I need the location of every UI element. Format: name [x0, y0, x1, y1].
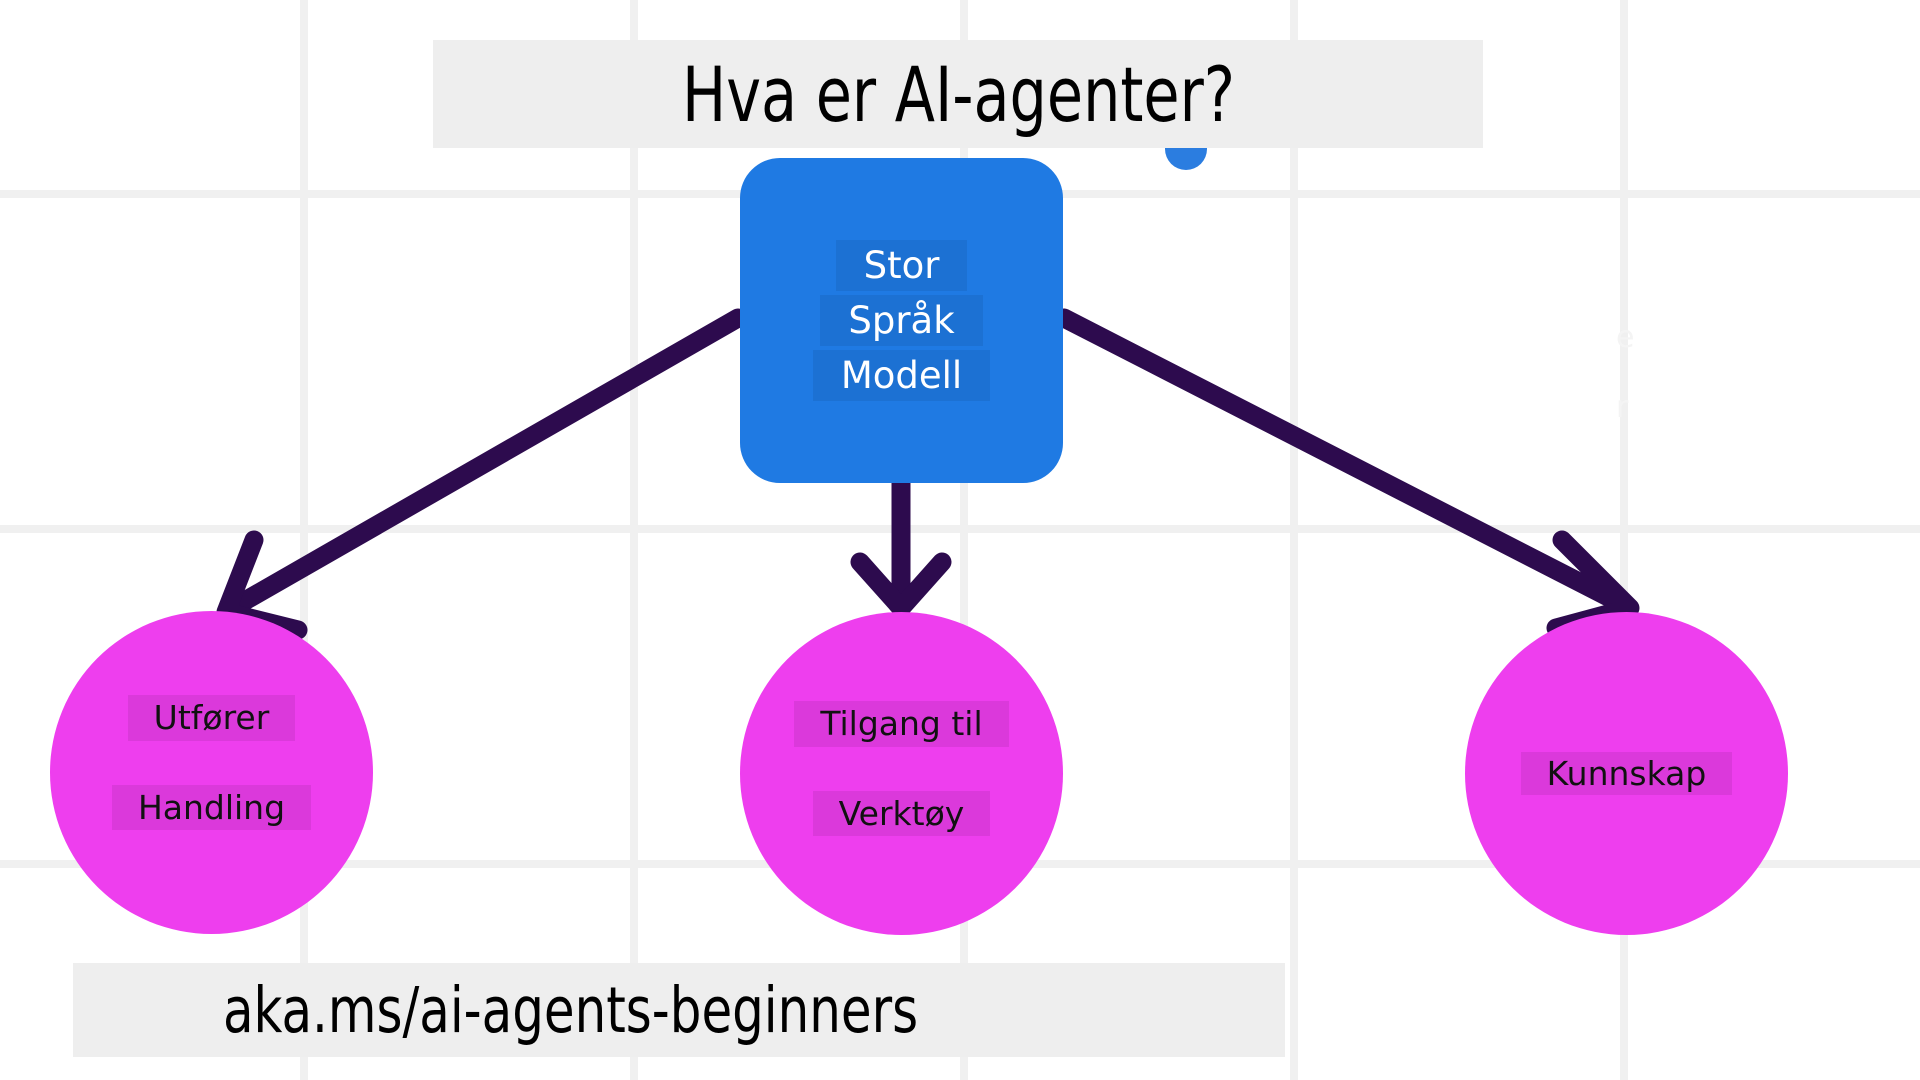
node-llm-line-2: Språk [820, 294, 983, 347]
arrow-to-tools [850, 472, 952, 618]
node-performs-action[interactable]: Utfører Handling [50, 611, 373, 934]
node-access-to-tools-labels: Tilgang til Verktøy [794, 701, 1009, 836]
page-title: Hva er AI-agenter? [681, 49, 1235, 139]
slide-footer-banner: aka.ms/ai-agents-beginners [73, 963, 1285, 1057]
node-performs-action-labels: Utfører Handling [111, 695, 312, 830]
blue-arc-artifact [1165, 148, 1207, 170]
node-knowledge-line-1: Kunnskap [1520, 751, 1733, 795]
node-llm-line-3: Modell [812, 350, 991, 402]
node-knowledge[interactable]: Kunnskap [1465, 612, 1788, 935]
arrow-to-knowledge [1054, 308, 1640, 638]
slide-title-banner: Hva er AI-agenter? [433, 40, 1483, 148]
node-access-to-tools-line-1: Tilgang til [794, 701, 1009, 747]
grid-line-vertical [630, 0, 638, 1080]
ghost-text-artifact: r [1616, 390, 1630, 425]
grid-line-horizontal [0, 525, 1920, 533]
footer-url[interactable]: aka.ms/ai-agents-beginners [223, 973, 919, 1047]
node-performs-action-line-1: Utfører [127, 695, 296, 741]
ghost-text-artifact: e [1616, 320, 1636, 355]
node-access-to-tools-line-2: Verktøy [812, 790, 991, 836]
grid-line-vertical [1290, 0, 1298, 1080]
arrow-to-action [216, 308, 748, 640]
grid-line-vertical [300, 0, 308, 1080]
node-performs-action-line-2: Handling [111, 784, 312, 830]
node-access-to-tools[interactable]: Tilgang til Verktøy [740, 612, 1063, 935]
node-llm[interactable]: Stor Språk Modell [740, 158, 1063, 483]
node-knowledge-labels: Kunnskap [1520, 751, 1733, 795]
node-llm-line-1: Stor [835, 239, 968, 291]
